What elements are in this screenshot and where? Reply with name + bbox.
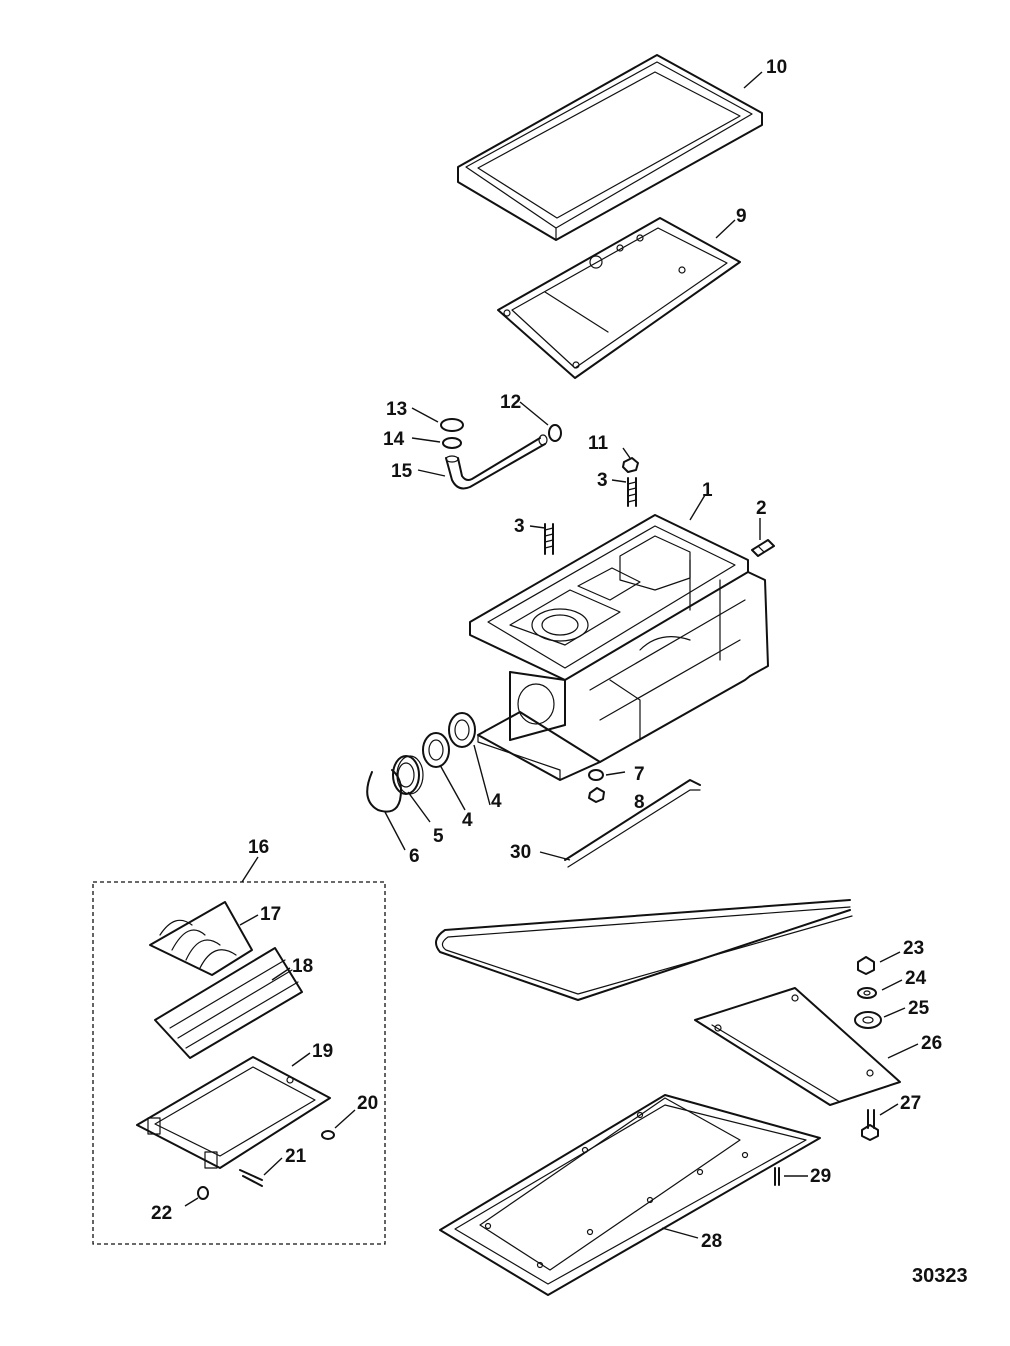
callout-12: 12 — [500, 392, 521, 413]
callout-20: 20 — [357, 1093, 378, 1114]
figure-number: 30323 — [912, 1265, 968, 1287]
part-15-tube — [445, 434, 548, 490]
callout-1: 1 — [702, 480, 713, 501]
callout-4-upper: 4 — [491, 791, 502, 812]
callout-29: 29 — [810, 1166, 831, 1187]
part-24-washer — [857, 987, 877, 999]
callout-4-lower: 4 — [462, 810, 473, 831]
part-6-snap-ring — [366, 769, 402, 813]
part-19-reed-block — [136, 1056, 331, 1169]
part-14-o-ring — [442, 437, 462, 449]
callout-8: 8 — [634, 792, 645, 813]
part-23-nut — [857, 956, 875, 975]
part-12-o-ring — [548, 424, 562, 442]
part-8-nut — [588, 787, 605, 803]
part-27-bolt — [861, 1109, 879, 1141]
part-2-fitting — [751, 539, 775, 557]
callout-7: 7 — [634, 764, 645, 785]
part-28-base-plate — [439, 1094, 821, 1296]
callout-10: 10 — [766, 57, 787, 78]
part-29-screw — [774, 1167, 780, 1186]
callout-30: 30 — [510, 842, 531, 863]
part-11-nut — [622, 457, 639, 473]
part-26-plate — [694, 987, 901, 1106]
part-13-o-ring — [440, 418, 464, 432]
callout-18: 18 — [292, 956, 313, 977]
callout-15: 15 — [391, 461, 413, 482]
part-3-stud-left — [544, 523, 554, 555]
part-18-reed-petals — [154, 947, 303, 1059]
part-7-washer — [588, 769, 604, 781]
callout-labels: 10 9 13 12 14 11 15 3 1 2 3 7 8 4 4 5 6 … — [151, 57, 968, 1287]
callout-19: 19 — [312, 1041, 333, 1062]
callout-3-right: 3 — [597, 470, 608, 491]
callout-26: 26 — [921, 1033, 942, 1054]
callout-3-left: 3 — [514, 516, 525, 537]
callout-28: 28 — [701, 1231, 722, 1252]
kit-16-boundary — [92, 881, 386, 1245]
part-17-reed-stop — [149, 901, 253, 976]
callout-21: 21 — [285, 1146, 307, 1167]
callout-23: 23 — [903, 938, 924, 959]
callout-27: 27 — [900, 1093, 921, 1114]
part-21-screw — [239, 1169, 263, 1187]
callout-13: 13 — [386, 399, 407, 420]
part-9-gasket — [497, 217, 741, 379]
part-1-housing — [469, 514, 769, 781]
callout-2: 2 — [756, 498, 767, 519]
callout-5: 5 — [433, 826, 444, 847]
callout-22: 22 — [151, 1203, 172, 1224]
callout-11: 11 — [588, 433, 609, 454]
callout-9: 9 — [736, 206, 747, 227]
part-4-seal-upper — [448, 712, 476, 748]
part-30-seal-strip — [435, 779, 853, 1001]
callout-6: 6 — [409, 846, 420, 867]
part-25-washer — [854, 1011, 882, 1029]
part-4-seal-lower — [422, 732, 450, 768]
callout-17: 17 — [260, 904, 281, 925]
part-3-stud-right — [627, 477, 637, 507]
callout-14: 14 — [383, 429, 405, 450]
callout-24: 24 — [905, 968, 927, 989]
part-22-screw — [197, 1186, 209, 1200]
leader-lines — [184, 71, 919, 1239]
part-10-cover-frame — [457, 54, 763, 241]
part-20-screw — [321, 1130, 335, 1140]
callout-25: 25 — [908, 998, 930, 1019]
callout-16: 16 — [248, 837, 269, 858]
